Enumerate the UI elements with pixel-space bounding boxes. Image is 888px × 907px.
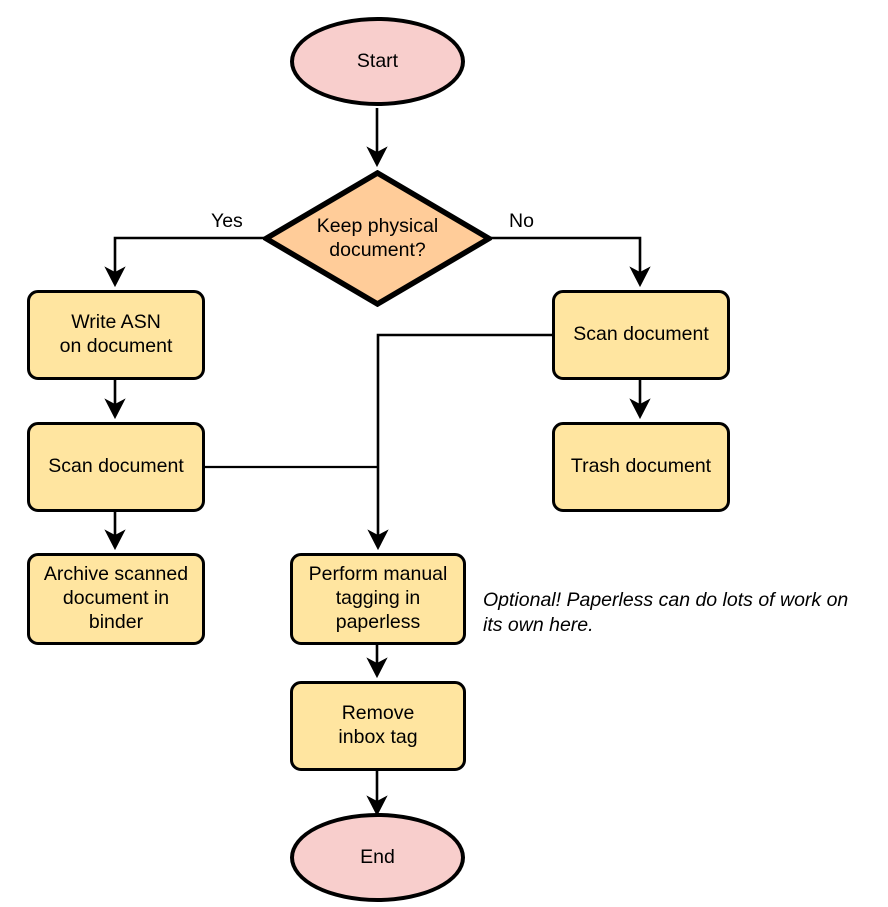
edge-decision-yes-to-write-asn xyxy=(104,236,266,288)
node-write-asn-on-document[interactable]: Write ASN on document xyxy=(27,290,205,380)
diamond-shape xyxy=(263,170,492,307)
node-manual-tagging-label: Perform manual tagging in paperless xyxy=(308,563,448,633)
node-start-label: Start xyxy=(356,49,399,72)
node-decision-label: Keep physical document? xyxy=(316,214,439,261)
node-start[interactable]: Start xyxy=(290,17,465,106)
node-remove-inbox-tag-label: Remove inbox tag xyxy=(338,702,418,748)
node-write-asn-label: Write ASN on document xyxy=(59,311,173,357)
node-scan-document-left[interactable]: Scan document xyxy=(27,422,205,512)
edge-label-yes: Yes xyxy=(211,210,243,232)
node-perform-manual-tagging-in-paperless[interactable]: Perform manual tagging in paperless xyxy=(290,553,466,645)
node-trash-document[interactable]: Trash document xyxy=(552,422,730,512)
node-trash-document-label: Trash document xyxy=(570,455,712,478)
node-scan-document-left-label: Scan document xyxy=(48,455,184,478)
node-scan-document-right-label: Scan document xyxy=(573,323,709,346)
node-archive-scanned-document-in-binder[interactable]: Archive scanned document in binder xyxy=(27,553,205,645)
node-end[interactable]: End xyxy=(290,813,465,902)
node-remove-inbox-tag[interactable]: Remove inbox tag xyxy=(290,681,466,771)
edge-decision-no-to-scan-right xyxy=(489,236,651,288)
annotation-optional-note: Optional! Paperless can do lots of work … xyxy=(483,589,849,636)
edge-scan-right-to-merge xyxy=(367,333,552,551)
node-end-label: End xyxy=(360,845,395,868)
node-archive-binder-label: Archive scanned document in binder xyxy=(43,563,189,633)
node-decision-keep-physical-document[interactable]: Keep physical document? xyxy=(263,170,492,307)
edge-label-no: No xyxy=(509,210,534,232)
node-scan-document-right[interactable]: Scan document xyxy=(552,290,730,380)
